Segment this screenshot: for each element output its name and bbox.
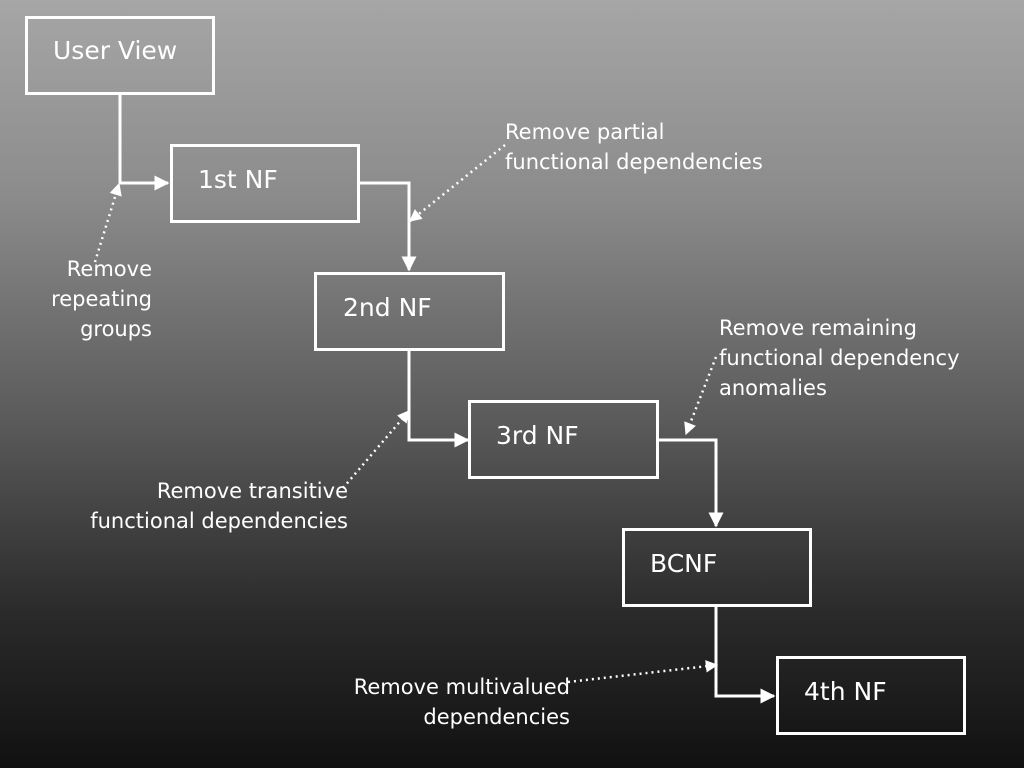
second-nf-label: 2nd NF xyxy=(343,293,432,322)
note-repeating-groups: Remove repeating groups xyxy=(20,254,152,344)
note-remaining-line-1: Remove remaining xyxy=(719,316,917,340)
flow-arrow-userview-to-1nf xyxy=(118,95,170,191)
flow-arrow-2nf-to-3nf xyxy=(407,350,470,448)
pointer-remaining-anomalies xyxy=(684,356,718,436)
third-nf-box xyxy=(468,400,659,479)
flow-arrow-3nf-to-bcnf xyxy=(658,438,724,528)
first-nf-box xyxy=(170,144,360,223)
first-nf-label: 1st NF xyxy=(198,165,278,194)
note-partial-line-1: Remove partial xyxy=(505,120,665,144)
note-repeating-line-1: Remove xyxy=(66,257,152,281)
note-remaining-anomalies: Remove remaining functional dependency a… xyxy=(719,313,960,403)
pointer-partial-dependencies xyxy=(409,144,506,222)
note-transitive-line-1: Remove transitive xyxy=(156,479,348,503)
bcnf-box xyxy=(622,528,812,607)
pointer-multivalued-dependencies xyxy=(567,660,719,684)
third-nf-label: 3rd NF xyxy=(496,421,579,450)
note-remaining-line-2: functional dependency xyxy=(719,346,960,370)
note-repeating-line-2: repeating xyxy=(51,287,152,311)
note-transitive-line-2: functional dependencies xyxy=(90,509,348,533)
fourth-nf-label: 4th NF xyxy=(804,677,887,706)
flow-arrow-bcnf-to-4nf xyxy=(714,606,776,704)
note-repeating-line-3: groups xyxy=(80,317,152,341)
user-view-box xyxy=(25,16,215,95)
pointer-transitive-dependencies xyxy=(342,410,410,489)
note-multivalued-dependencies: Remove multivalued dependencies xyxy=(300,672,570,732)
fourth-nf-box xyxy=(776,656,966,735)
bcnf-label: BCNF xyxy=(650,549,718,578)
pointer-repeating-groups xyxy=(93,182,122,263)
user-view-label: User View xyxy=(53,36,178,65)
note-multivalued-line-1: Remove multivalued xyxy=(353,675,570,699)
note-transitive-dependencies: Remove transitive functional dependencie… xyxy=(40,476,348,536)
flow-arrow-1nf-to-2nf xyxy=(359,181,417,272)
note-remaining-line-3: anomalies xyxy=(719,376,827,400)
second-nf-box xyxy=(314,272,505,351)
note-partial-line-2: functional dependencies xyxy=(505,150,763,174)
note-multivalued-line-2: dependencies xyxy=(423,705,570,729)
note-partial-dependencies: Remove partial functional dependencies xyxy=(505,117,763,177)
